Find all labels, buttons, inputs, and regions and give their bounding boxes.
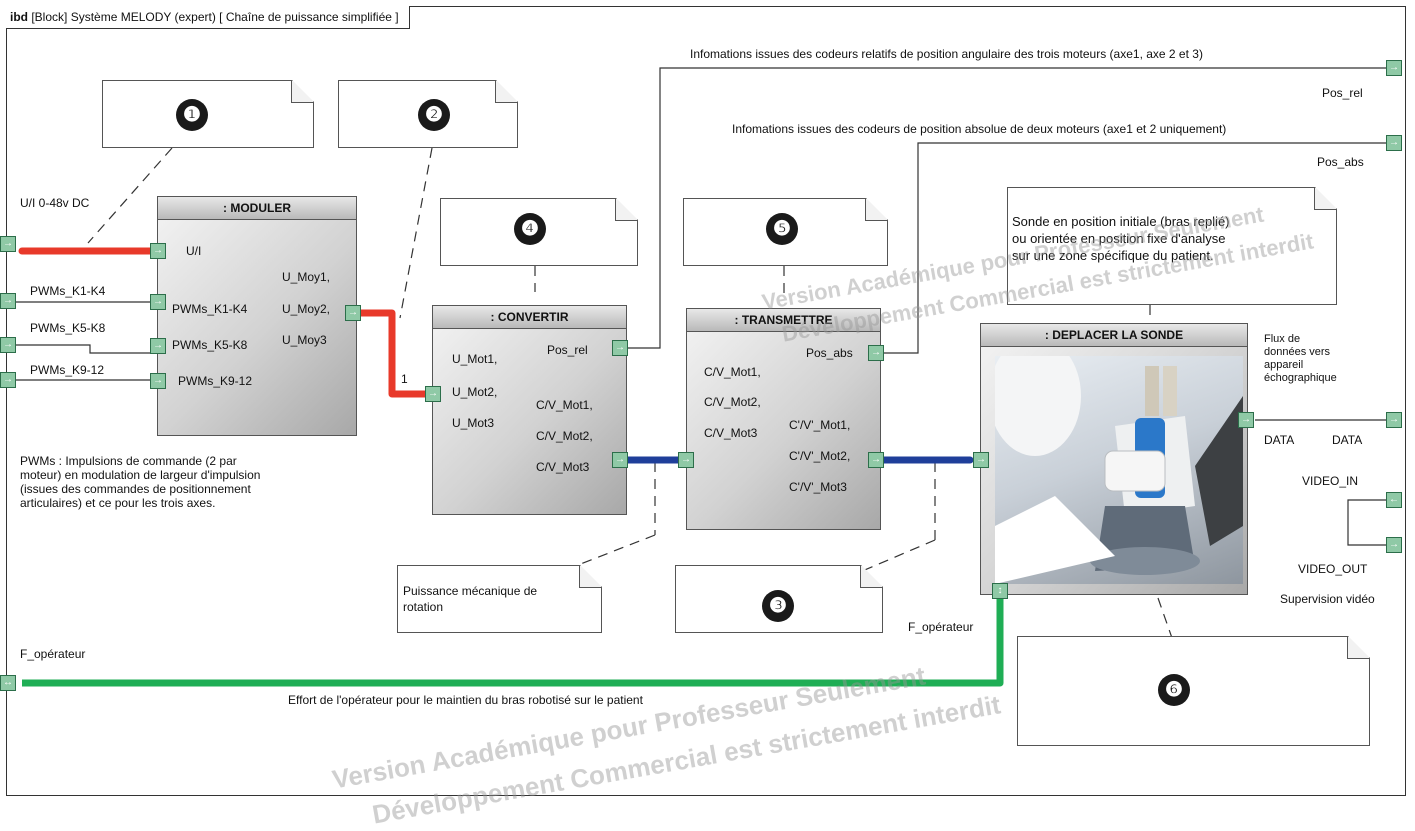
note-6-number: ❻ (1158, 674, 1190, 706)
anchor-note-1 (87, 147, 173, 244)
note-sonde-text: Sonde en position initiale (bras replié)… (1012, 214, 1230, 263)
port-ext-video-out[interactable]: → (1386, 537, 1402, 553)
label-pwm3: PWMs_K9-12 (30, 363, 105, 377)
label-data-right: DATA (1332, 433, 1363, 447)
note-6[interactable] (1017, 636, 1370, 746)
transmettre-out-1: C'/V'_Mot1, (789, 418, 851, 432)
note-4[interactable] (440, 198, 638, 266)
convertir-in-2: U_Mot2, (452, 385, 498, 399)
note-puissance[interactable] (397, 565, 602, 633)
anchor-note-2 (399, 147, 433, 319)
port-convertir-out[interactable]: → (612, 452, 628, 468)
port-convertir-in[interactable]: → (425, 386, 441, 402)
block-convertir[interactable]: : CONVERTIR (432, 305, 627, 515)
transmettre-in-3: C/V_Mot3 (704, 426, 758, 440)
port-ext-data[interactable]: → (1386, 412, 1402, 428)
transmettre-out-2: C'/V'_Mot2, (789, 449, 851, 463)
convertir-out-2: C/V_Mot2, (536, 429, 593, 443)
label-f-operateur-left: F_opérateur (20, 647, 86, 661)
diagram-frame (6, 6, 1406, 796)
convertir-out-3: C/V_Mot3 (536, 460, 590, 474)
connectors (14, 67, 1392, 687)
label-pwm1: PWMs_K1-K4 (30, 284, 106, 298)
port-convertir-posrel[interactable]: → (612, 340, 628, 356)
label-pos-rel-ext: Pos_rel (1322, 86, 1363, 100)
label-video-out: VIDEO_OUT (1298, 562, 1368, 576)
port-ext-posabs[interactable]: → (1386, 135, 1402, 151)
port-transmettre-posabs[interactable]: → (868, 345, 884, 361)
moduler-port-pwm3: PWMs_K9-12 (178, 374, 253, 388)
port-moduler-pwm1[interactable]: → (150, 294, 166, 310)
moduler-out-1: U_Moy1, (282, 270, 331, 284)
moduler-port-ui: U/I (186, 244, 202, 258)
block-moduler-title: : MODULER (158, 197, 356, 220)
port-transmettre-in[interactable]: → (678, 452, 694, 468)
port-moduler-ui[interactable]: → (150, 243, 166, 259)
block-transmettre-title: : TRANSMETTRE (687, 309, 880, 332)
effort-description: Effort de l'opérateur pour le maintien d… (288, 693, 643, 707)
label-ui: U/I 0-48v DC (20, 196, 90, 210)
block-moduler[interactable]: : MODULER (157, 196, 357, 436)
port-ext-posrel[interactable]: → (1386, 60, 1402, 76)
moduler-out-2: U_Moy2, (282, 302, 331, 316)
note-sonde[interactable] (1007, 187, 1337, 305)
note-5-number: ❺ (766, 213, 798, 245)
note-1[interactable] (102, 80, 314, 148)
note-1-number: ❶ (176, 99, 208, 131)
pos-rel-description: Infomations issues des codeurs relatifs … (690, 47, 1203, 61)
label-pwm2: PWMs_K5-K8 (30, 321, 106, 335)
block-transmettre[interactable]: : TRANSMETTRE (686, 308, 881, 530)
moduler-out-3: U_Moy3 (282, 333, 327, 347)
port-deplacer-fop[interactable]: ↕ (992, 583, 1008, 599)
convertir-out-1: C/V_Mot1, (536, 398, 593, 412)
port-moduler-out[interactable]: → (345, 305, 361, 321)
moduler-port-pwm1: PWMs_K1-K4 (172, 302, 248, 316)
port-deplacer-data[interactable]: → (1238, 412, 1254, 428)
note-2-number: ❷ (418, 99, 450, 131)
anchor-note-3b (859, 539, 936, 573)
block-convertir-title: : CONVERTIR (433, 306, 626, 329)
port-ext-pwm2[interactable]: → (0, 337, 16, 353)
pos-abs-description: Infomations issues des codeurs de positi… (732, 122, 1227, 136)
transmettre-pos-abs: Pos_abs (806, 346, 853, 360)
label-pos-abs-ext: Pos_abs (1317, 155, 1364, 169)
port-ext-ui[interactable]: → (0, 236, 16, 252)
port-moduler-pwm3[interactable]: → (150, 373, 166, 389)
convertir-pos-rel: Pos_rel (547, 343, 588, 357)
convertir-in-3: U_Mot3 (452, 416, 495, 430)
frame-title: ibd [Block] Système MELODY (expert) [ Ch… (6, 6, 410, 29)
transmettre-in-2: C/V_Mot2, (704, 395, 761, 409)
convertir-in-1: U_Mot1, (452, 352, 498, 366)
note-3-number: ❸ (762, 590, 794, 622)
moduler-port-pwm2: PWMs_K5-K8 (172, 338, 248, 352)
port-moduler-pwm2[interactable]: → (150, 338, 166, 354)
note-2[interactable] (338, 80, 518, 148)
multiplicity-label: 1 (401, 372, 408, 386)
note-4-number: ❹ (514, 213, 546, 245)
port-ext-pwm3[interactable]: → (0, 372, 16, 388)
anchor-note-6 (1157, 597, 1173, 639)
label-data-left: DATA (1264, 433, 1295, 447)
port-ext-fop[interactable]: ↔ (0, 675, 16, 691)
port-ext-pwm1[interactable]: → (0, 293, 16, 309)
block-deplacer-title: : DEPLACER LA SONDE (981, 324, 1247, 347)
label-video-in: VIDEO_IN (1302, 474, 1359, 488)
port-transmettre-out[interactable]: → (868, 452, 884, 468)
transmettre-in-1: C/V_Mot1, (704, 365, 761, 379)
transmettre-out-3: C'/V'_Mot3 (789, 480, 847, 494)
robot-probe-photo (995, 356, 1243, 584)
label-supervision: Supervision vidéo (1280, 592, 1375, 606)
port-deplacer-in[interactable]: → (973, 452, 989, 468)
label-f-operateur-right: F_opérateur (908, 620, 974, 634)
port-ext-video-in[interactable]: ← (1386, 492, 1402, 508)
